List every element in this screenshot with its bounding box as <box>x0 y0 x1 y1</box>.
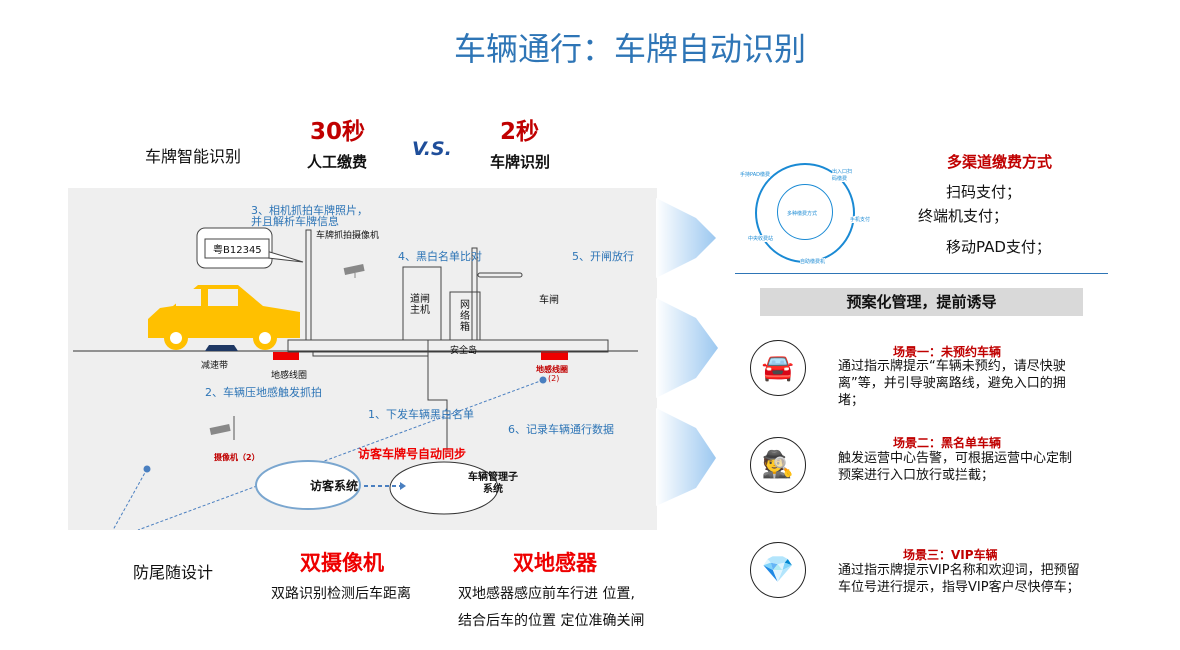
car-front-icon: 🚘 <box>750 340 806 396</box>
dual-camera-desc: 双路识别检测后车距离 <box>271 586 411 602</box>
plate-number: 粤B12345 <box>213 245 262 256</box>
step1-label: 1、下发车辆黑白名单 <box>368 408 474 421</box>
scenario-title: 场景一：未预约车辆 <box>893 345 1002 359</box>
step3-label: 3、相机抓拍车牌照片， <box>251 204 368 217</box>
scenario-desc: 通过指示牌提示VIP名称和欢迎词，把预留车位号进行提示，指导VIP客户尽快停车； <box>838 563 1080 595</box>
scenario-title: 场景二：黑名单车辆 <box>893 436 1002 450</box>
gate-host-label: 道闸主机 <box>410 294 430 316</box>
plate-recognition-label: 车牌智能识别 <box>145 147 242 166</box>
payment-item: 移动PAD支付； <box>946 238 1051 256</box>
visitor-cloud <box>255 460 361 510</box>
speed-bump-label: 减速带 <box>201 361 229 371</box>
spy-icon: 🕵 <box>750 437 806 493</box>
step3-label-2: 并且解析车牌信息 <box>251 215 339 228</box>
payment-node: 中央收费站 <box>748 235 774 242</box>
scenario-title: 场景三：VIP车辆 <box>903 548 998 562</box>
step4-label: 4、黑白名单比对 <box>398 250 482 263</box>
payment-item: 终端机支付； <box>918 207 1009 225</box>
safety-island-label: 安全岛 <box>450 346 478 356</box>
management-banner: 预案化管理，提前诱导 <box>760 288 1083 316</box>
barrier-label: 车闸 <box>539 295 559 306</box>
payment-node: 手持PAD缴费 <box>740 171 770 178</box>
payment-node: 手机支付 <box>850 216 871 223</box>
auto-label: 车牌识别 <box>490 153 551 171</box>
vehicle-cloud <box>389 461 499 515</box>
camera-icon <box>343 263 365 278</box>
payment-node: 出入口扫码缴费 <box>832 168 856 182</box>
manual-label: 人工缴费 <box>307 153 368 171</box>
camera2-label: 摄像机（2） <box>214 453 260 462</box>
loop2-label: 地感线圈 <box>536 365 568 374</box>
dual-sensor-title: 双地感器 <box>513 551 597 575</box>
step2-label: 2、车辆压地感触发抓拍 <box>205 386 322 399</box>
car-icon <box>148 285 300 350</box>
step6-label: 6、记录车辆通行数据 <box>508 423 614 436</box>
step5-label: 5、开闸放行 <box>572 250 634 263</box>
network-box-label: 网络箱 <box>460 300 470 333</box>
camera-label: 车牌抓拍摄像机 <box>316 231 380 241</box>
camera-2-icon <box>209 416 235 440</box>
scenario-desc: 通过指示牌提示“车辆未预约，请尽快驶离”等，并引导驶离路线，避免入口的拥堵； <box>838 359 1066 408</box>
dual-sensor-desc-2: 结合后车的位置 定位准确关闸 <box>458 613 645 629</box>
payment-node: 自助缴费机 <box>800 258 826 265</box>
divider <box>735 273 1108 274</box>
gate-diagram: 3、相机抓拍车牌照片， 并且解析车牌信息 粤B12345 车牌抓拍摄像机 4、黑… <box>68 188 657 530</box>
vs-label: V.S. <box>412 138 452 160</box>
payment-item: 扫码支付； <box>946 183 1022 201</box>
ground-loop-2 <box>541 351 568 360</box>
diagram-graphics <box>73 227 638 530</box>
payment-cycle-diagram: 多种缴费方式 手持PAD缴费 出入口扫码缴费 手机支付 自助缴费机 中央收费站 <box>740 158 871 268</box>
ground-loop <box>273 352 299 360</box>
visitor-system-label: 访客系统 <box>310 479 359 493</box>
payment-title: 多渠道缴费方式 <box>947 153 1053 171</box>
auto-time: 2秒 <box>500 119 540 145</box>
dual-sensor-desc-1: 双地感器感应前车行进 位置, <box>458 586 635 602</box>
loop2-number: (2) <box>548 374 560 383</box>
anti-tailgate-label: 防尾随设计 <box>133 563 214 582</box>
flow-arrows <box>656 198 718 506</box>
dual-camera-title: 双摄像机 <box>300 551 384 575</box>
vehicle-system-label: 车辆管理子系统 <box>468 472 518 495</box>
loop-label: 地感线圈 <box>271 371 308 381</box>
manual-time: 30秒 <box>310 119 366 145</box>
diamond-icon: 💎 <box>750 542 806 598</box>
speed-bump <box>205 345 238 351</box>
sync-label: 访客车牌号自动同步 <box>358 447 467 461</box>
page-title: 车辆通行：车牌自动识别 <box>453 30 806 68</box>
payment-center-label: 多种缴费方式 <box>787 211 818 217</box>
scenario-desc: 触发运营中心告警，可根据运营中心定制预案进行入口放行或拦截； <box>838 451 1073 483</box>
